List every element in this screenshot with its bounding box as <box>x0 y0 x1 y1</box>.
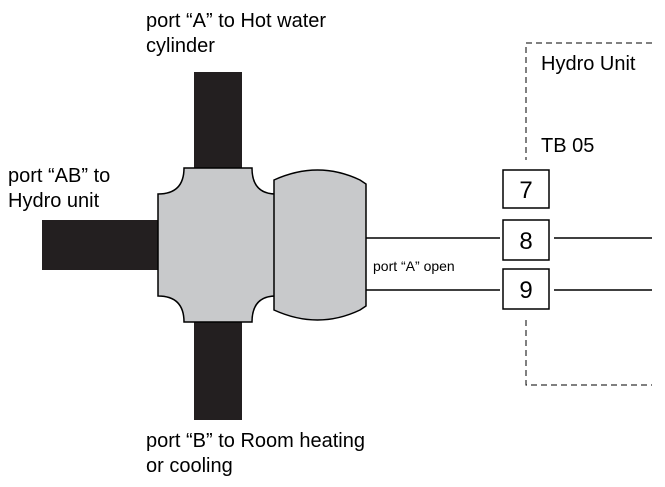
port-ab-label-line1: port “AB” to <box>8 165 110 187</box>
terminal-box-9 <box>502 268 550 310</box>
terminal-block-label: TB 05 <box>541 135 594 157</box>
terminal-label-7: 7 <box>519 177 532 204</box>
port-a-label-line2: cylinder <box>146 35 215 57</box>
hydro-unit-label: Hydro Unit <box>541 53 636 75</box>
pipe-port-ab <box>42 220 172 270</box>
terminal-label-8: 8 <box>519 228 532 255</box>
pipe-port-a <box>194 72 242 182</box>
port-ab-label-line2: Hydro unit <box>8 190 100 212</box>
valve-actuator <box>273 169 367 321</box>
hydro-unit-boundary <box>525 42 652 386</box>
terminal-label-9: 9 <box>519 277 532 304</box>
valve-body <box>157 167 277 323</box>
terminal-box-8 <box>502 219 550 261</box>
terminal-box-7 <box>502 169 550 209</box>
port-a-label-line1: port “A” to Hot water <box>146 10 326 32</box>
port-b-label-line2: or cooling <box>146 455 233 477</box>
port-b-label-line1: port “B” to Room heating <box>146 430 365 452</box>
port-a-open-label: port “A” open <box>373 258 455 274</box>
